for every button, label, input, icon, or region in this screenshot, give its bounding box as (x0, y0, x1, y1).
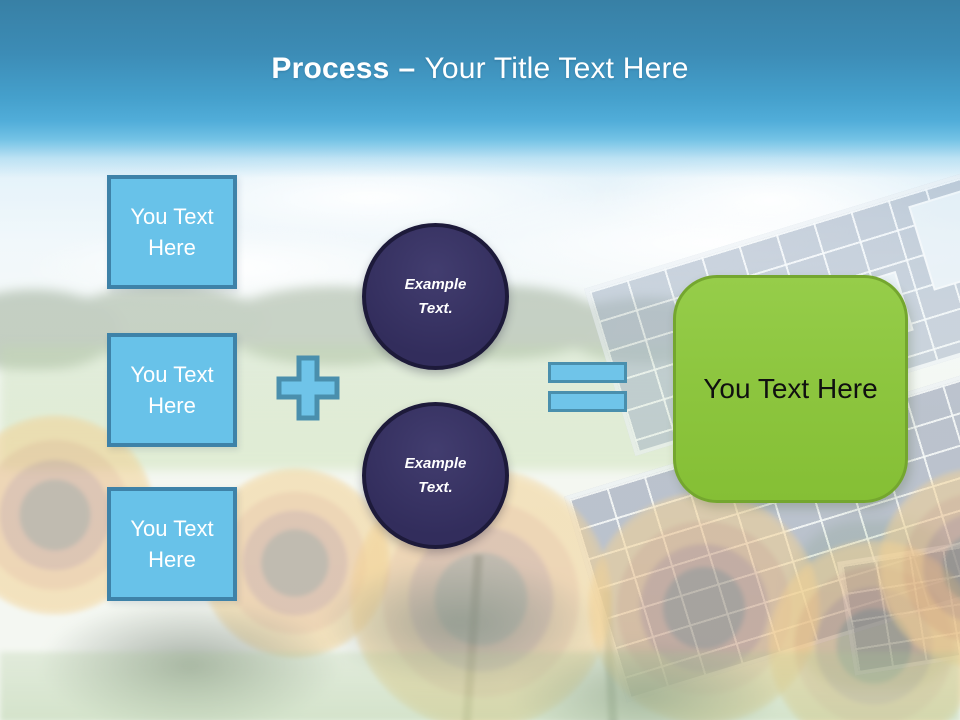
input-box-3[interactable]: You Text Here (107, 487, 237, 601)
title-rest: Your Title Text Here (424, 52, 689, 85)
input-box-label: You Text Here (130, 203, 214, 260)
stage-circle-1[interactable]: Example Text. (362, 223, 509, 370)
title-highlight: Process (271, 52, 390, 85)
stage-circle-2[interactable]: Example Text. (362, 402, 509, 549)
sunflower-leaf (40, 598, 340, 720)
stage-circle-label: Example Text. (404, 275, 467, 317)
equals-bar (548, 391, 627, 412)
grass-strip (0, 652, 960, 720)
result-box[interactable]: You Text Here (673, 275, 908, 503)
input-box-1[interactable]: You Text Here (107, 175, 237, 289)
plus-icon[interactable] (276, 355, 340, 421)
title-bar-gradient (0, 0, 960, 178)
input-box-2[interactable]: You Text Here (107, 333, 237, 447)
input-box-label: You Text Here (130, 515, 214, 572)
equals-bar (548, 362, 627, 383)
sunflower-leaf (510, 638, 780, 720)
title-separator: – (398, 52, 416, 85)
stage-circle-label: Example Text. (404, 454, 467, 496)
result-box-label: You Text Here (703, 373, 878, 404)
input-box-label: You Text Here (130, 361, 214, 418)
slide-title[interactable]: Process–Your Title Text Here (0, 52, 960, 86)
equals-icon[interactable] (548, 362, 627, 412)
